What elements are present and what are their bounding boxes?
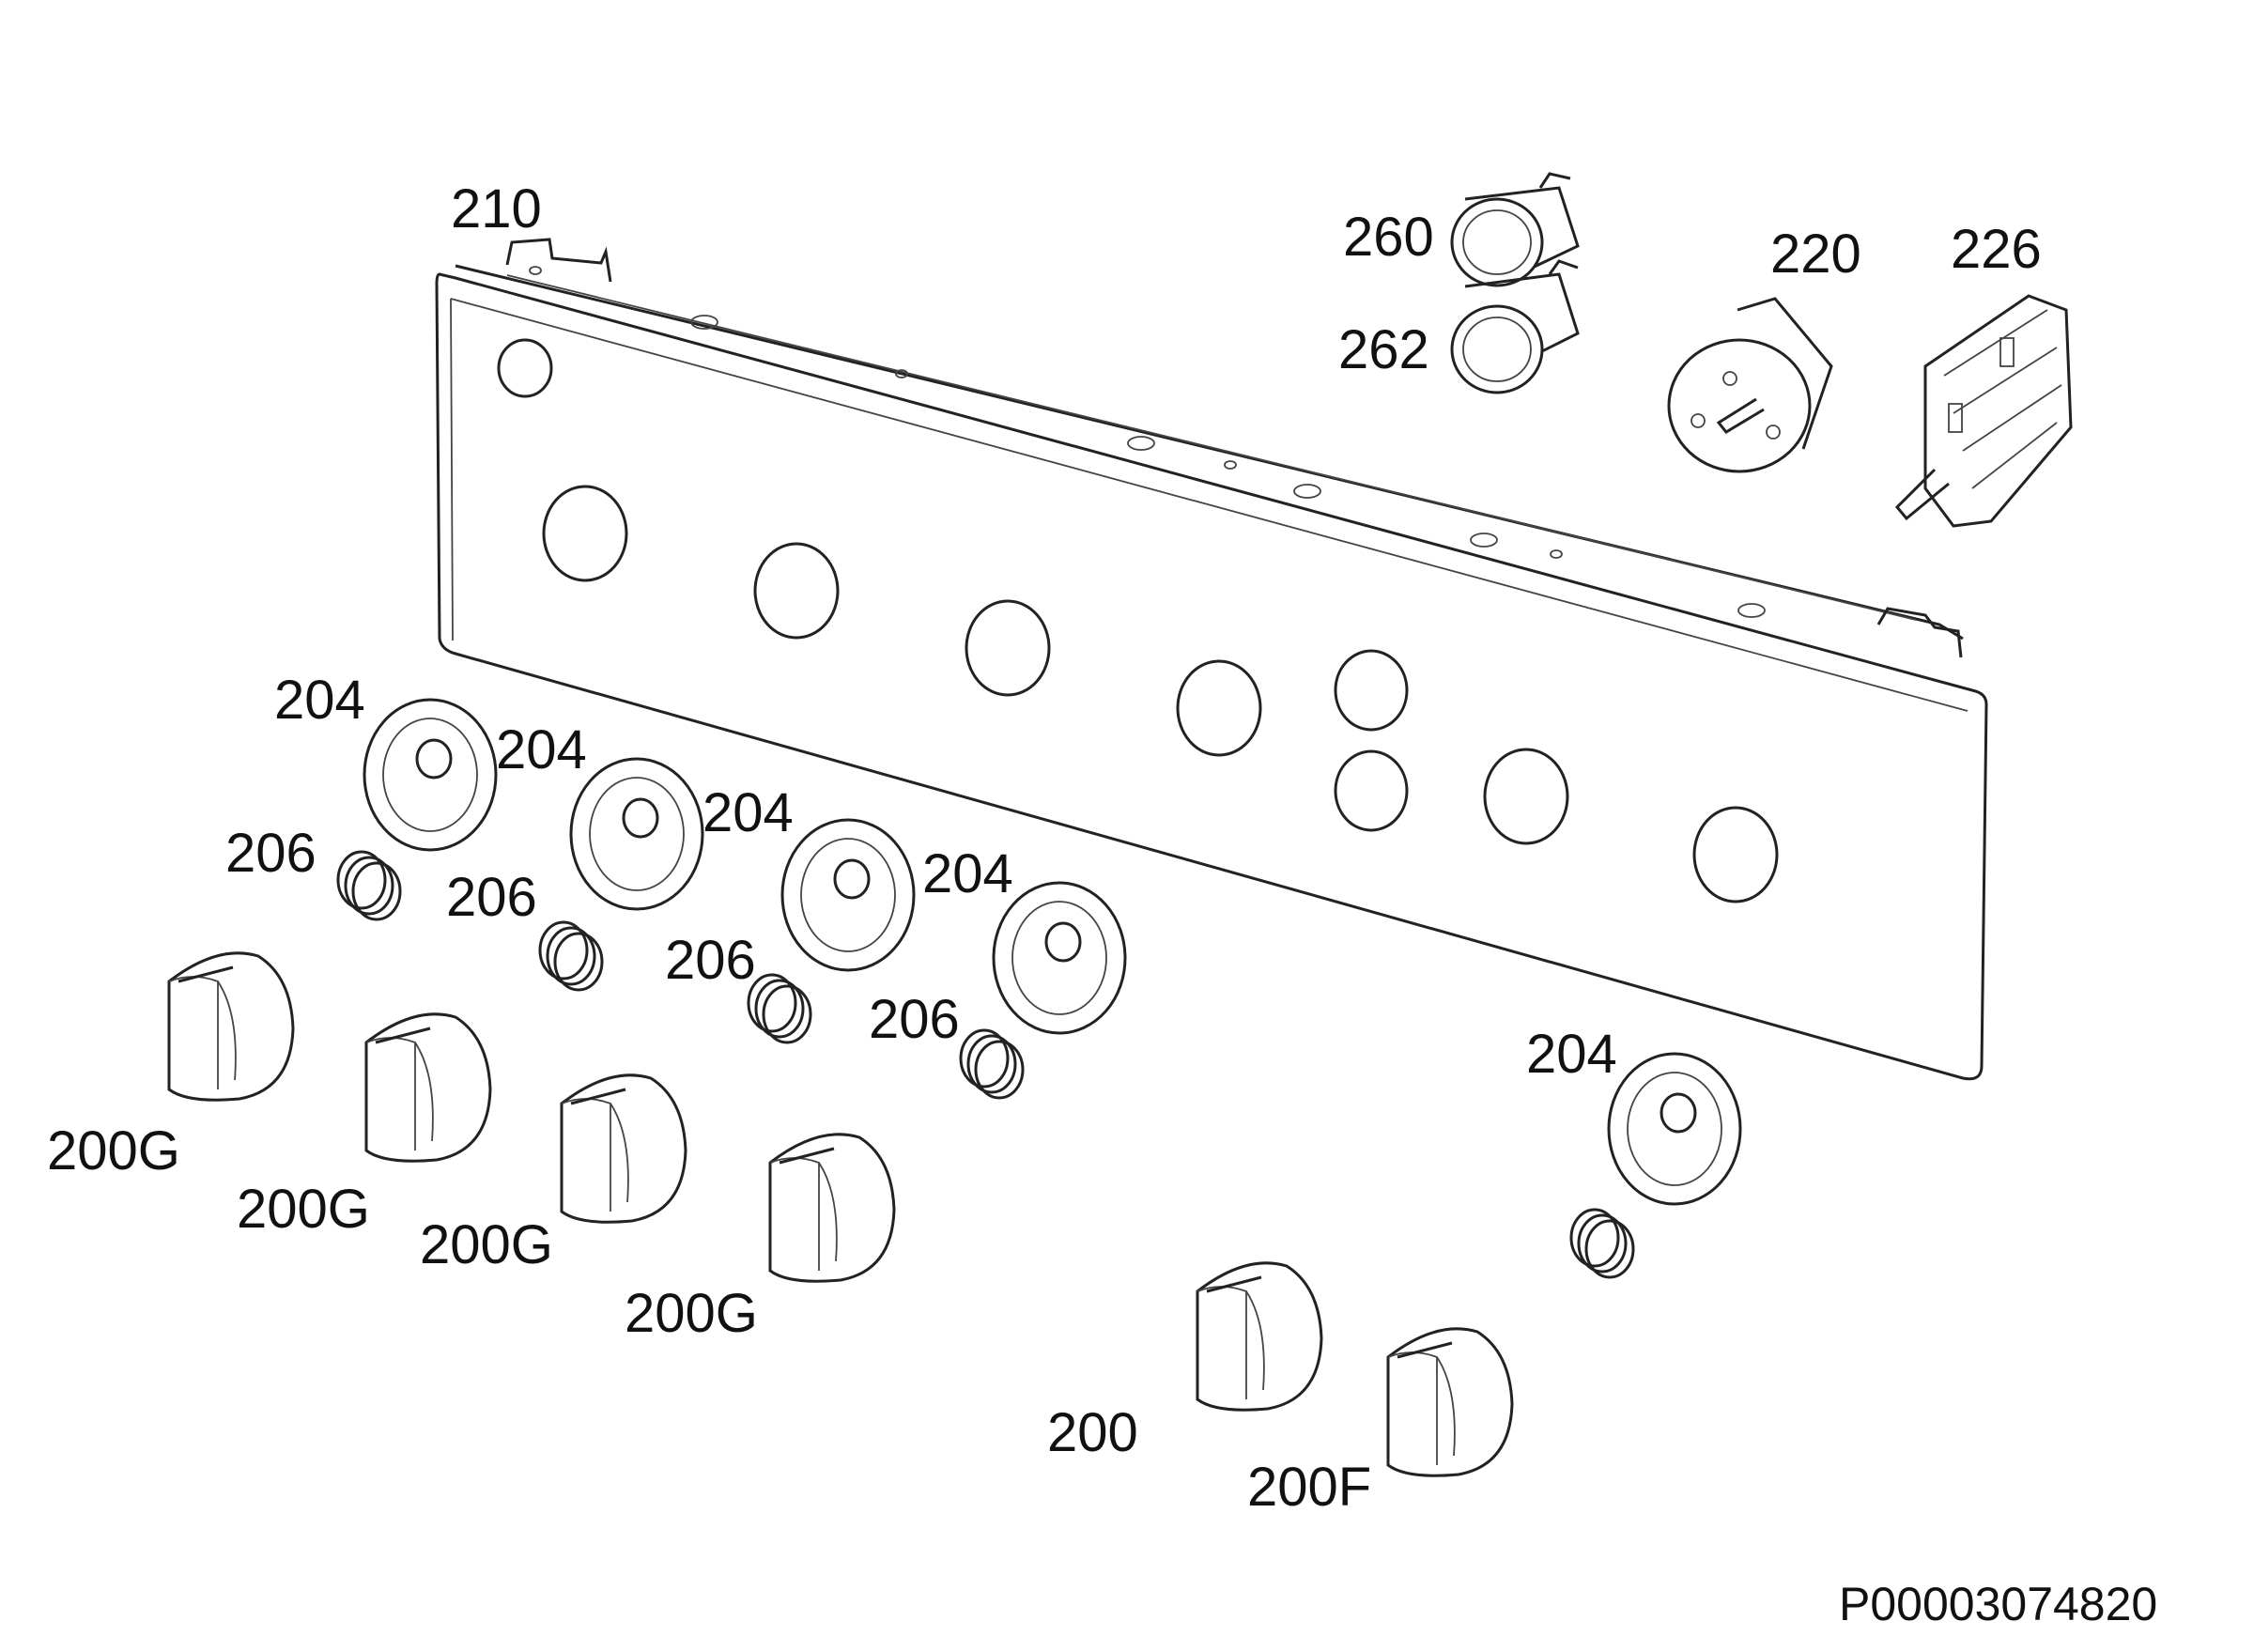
- bezel-204-5: [1607, 1052, 1742, 1206]
- spring-206-4: [959, 1028, 1025, 1100]
- switch-226: [1894, 294, 2073, 528]
- label-204-2: 204: [496, 719, 587, 780]
- label-206-1: 206: [225, 823, 316, 884]
- label-210: 210: [451, 178, 542, 239]
- label-204-3: 204: [702, 782, 794, 843]
- label-226: 226: [1951, 219, 2042, 280]
- label-200f: 200F: [1247, 1457, 1371, 1518]
- knob-200f: [1386, 1327, 1514, 1477]
- label-200g-1: 200G: [47, 1120, 180, 1181]
- knob-200g-1: [167, 951, 295, 1102]
- label-200: 200: [1047, 1402, 1138, 1463]
- label-204-1: 204: [274, 670, 365, 731]
- indicator-lamp-260: [1450, 172, 1580, 287]
- control-panel: [435, 238, 1988, 1081]
- label-206-2: 206: [446, 867, 537, 928]
- label-200g-4: 200G: [625, 1283, 758, 1344]
- bezel-204-3: [780, 818, 916, 972]
- knob-200g-3: [560, 1073, 687, 1224]
- indicator-lamp-262: [1450, 259, 1580, 394]
- bezel-204-4: [992, 881, 1127, 1035]
- spring-206-3: [747, 973, 812, 1044]
- label-206-3: 206: [665, 930, 756, 991]
- knob-200g-4: [768, 1133, 896, 1283]
- label-204-4: 204: [922, 843, 1013, 904]
- spring-206-5: [1569, 1208, 1635, 1279]
- timer-220: [1667, 297, 1833, 473]
- knob-200: [1196, 1261, 1323, 1412]
- label-200g-2: 200G: [237, 1179, 370, 1240]
- knob-200g-2: [364, 1012, 492, 1163]
- label-260: 260: [1343, 207, 1434, 268]
- bezel-204-2: [569, 757, 704, 911]
- spring-206-2: [538, 920, 604, 992]
- spring-206-1: [336, 850, 402, 921]
- label-204-5: 204: [1526, 1024, 1617, 1085]
- label-262: 262: [1338, 319, 1429, 380]
- bezel-204-1: [363, 698, 498, 852]
- label-220: 220: [1770, 224, 1861, 285]
- label-206-4: 206: [869, 989, 960, 1050]
- label-200g-3: 200G: [420, 1214, 553, 1275]
- reference-number: P00003074820: [1839, 1578, 2157, 1630]
